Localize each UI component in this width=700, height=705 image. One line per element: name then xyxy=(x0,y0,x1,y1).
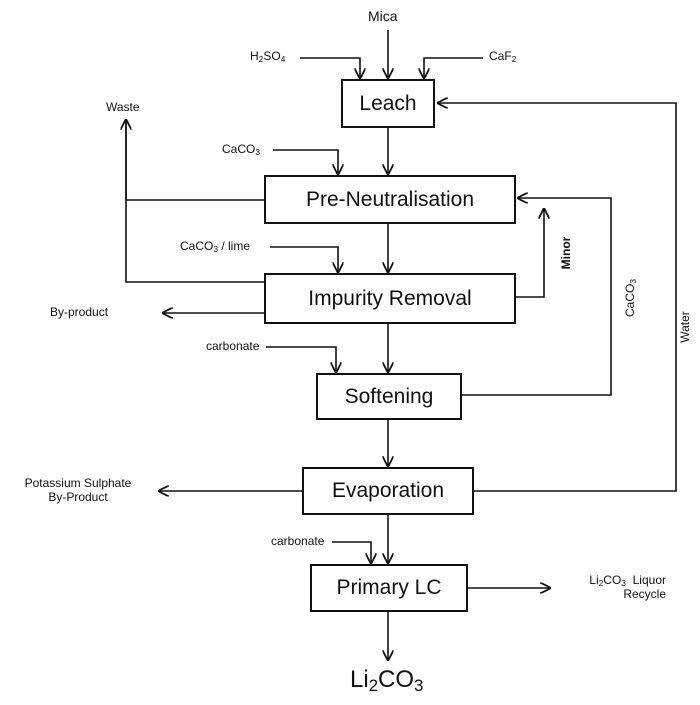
flow-minor-recycle xyxy=(516,209,544,298)
softening-box: Softening xyxy=(316,373,462,420)
carbonate-label-2: carbonate xyxy=(271,534,325,548)
liquor-line-1: Li2CO3 Liquor xyxy=(589,573,666,589)
caco3-recycle-label: CaCO3 xyxy=(623,279,639,318)
h2so4-label: H2SO4 xyxy=(250,49,286,65)
carbonate-label-1: carbonate xyxy=(206,339,260,353)
flow-water-recycle xyxy=(438,103,677,492)
flow-caco3-input xyxy=(273,149,338,174)
pre-neutralisation-box: Pre-Neutralisation xyxy=(264,175,516,224)
flow-impurity-waste xyxy=(126,120,264,283)
flow-caco3-recycle xyxy=(462,198,612,396)
impurity-removal-box: Impurity Removal xyxy=(264,273,516,324)
primary-lc-box: Primary LC xyxy=(310,564,468,612)
potassium-line-2: By-Product xyxy=(48,489,108,504)
mica-label: Mica xyxy=(368,8,398,24)
final-product-label: Li2CO3 xyxy=(350,666,424,696)
flow-h2so4-input xyxy=(300,57,360,78)
caco3-label: CaCO3 xyxy=(222,142,261,158)
flow-carbonate-softening xyxy=(266,346,336,372)
liquor-recycle-label: Li2CO3 Liquor Recycle xyxy=(558,573,666,602)
water-label: Water xyxy=(678,311,692,343)
flow-carbonate-primary xyxy=(332,541,371,563)
caf2-label: CaF2 xyxy=(489,49,517,65)
leach-box: Leach xyxy=(341,79,435,128)
flow-caco3-lime-input xyxy=(270,246,338,272)
waste-label: Waste xyxy=(106,100,140,114)
minor-label: Minor xyxy=(559,236,573,270)
potassium-line-1: Potassium Sulphate xyxy=(24,476,132,490)
by-product-label: By-product xyxy=(50,305,109,319)
potassium-sulphate-label: Potassium Sulphate By-Product xyxy=(4,476,152,505)
flow-caf2-input xyxy=(424,57,483,78)
caco3-lime-label: CaCO3 / lime xyxy=(180,239,251,255)
liquor-line-2: Recycle xyxy=(623,586,666,601)
evaporation-box: Evaporation xyxy=(302,467,474,515)
flow-preneut-waste xyxy=(125,122,264,201)
